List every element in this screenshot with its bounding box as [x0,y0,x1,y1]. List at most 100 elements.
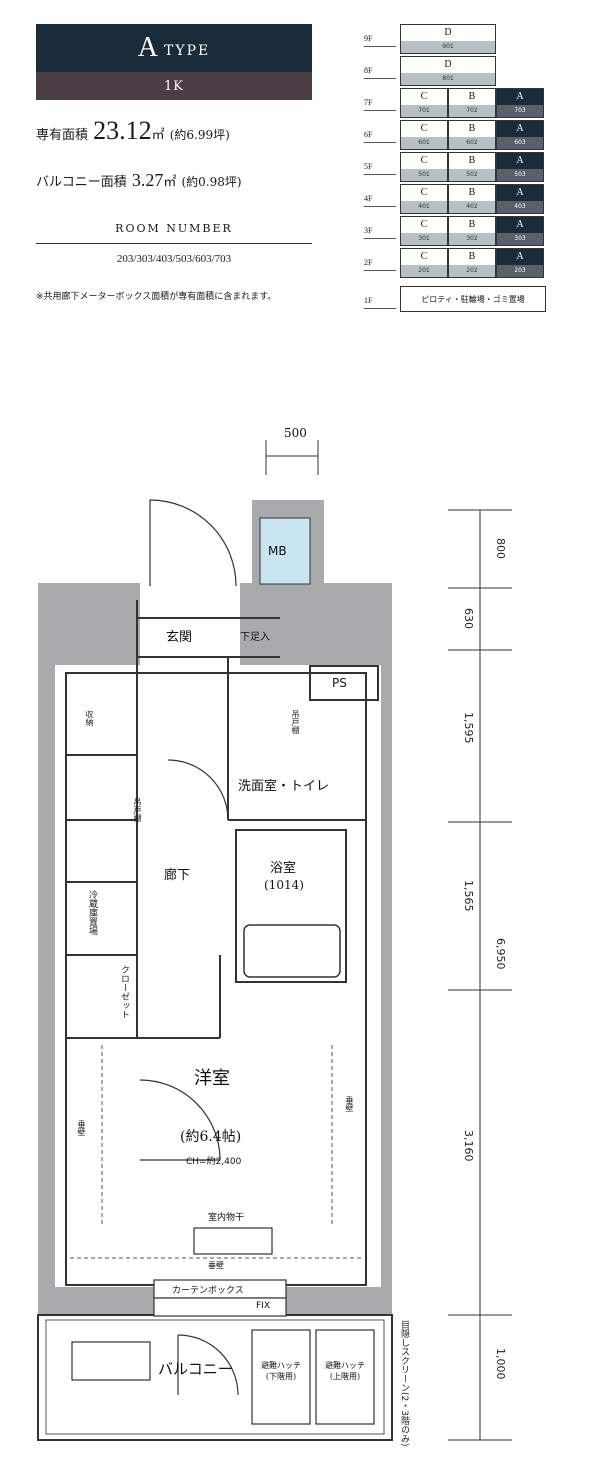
unit-number: 702 [449,105,495,117]
unit-number: 801 [401,73,495,85]
floor-label: 6F [364,130,373,139]
floor-label: 7F [364,98,373,107]
dimension-lines [265,440,512,1441]
unit-number: 502 [449,169,495,181]
hatch-right-label: 避難ハッチ(上階用) [325,1361,365,1381]
unit-type-letter: C [420,187,428,198]
unit-cell: C 401 [400,184,448,214]
dim-3160: 3,160 [462,1130,475,1162]
room-number-value: 203/303/403/503/603/703 [116,253,232,265]
unit-number: 401 [401,201,447,213]
bathtub [243,924,341,978]
unit-type-letter: D [444,27,452,38]
unit-number: 402 [449,201,495,213]
unit-cell: D 801 [400,56,496,86]
unit-number: 201 [401,265,447,277]
unit-number: 303 [497,233,543,245]
storage-label: 収納 [85,710,94,726]
type-box: A TYPE 1K [36,24,312,100]
floor-label: 9F [364,34,373,43]
balcony-inner [45,1319,385,1435]
floor-label: 1F [364,296,373,305]
floor-line [364,308,396,309]
valance-right-label: 垂壁 [345,1096,354,1112]
valance-left-label: 垂壁 [77,1120,86,1136]
unit-type-letter: A [516,155,524,166]
balcony-area: バルコニー面積 3.27㎡ (約0.98坪) [36,170,242,191]
exclusive-area-label: 専有面積 [36,128,89,143]
unit-cell: A 503 [496,152,544,182]
entrance-notch [140,583,240,601]
unit-number: 602 [449,137,495,149]
unit-number: 603 [497,137,543,149]
dim-630: 630 [462,608,475,629]
fix-label: FIX [256,1301,270,1311]
floor-line [364,142,396,143]
curtain-box-label: カーテンボックス [172,1286,244,1296]
type-letter: A [137,32,158,63]
exclusive-area-value: 23.12 [93,116,152,145]
floor-line [364,110,396,111]
unit-type-letter: B [468,155,476,166]
shelf2-label: 吊戸棚 [291,710,300,734]
unit-number: 501 [401,169,447,181]
indoor-dryer [193,1227,273,1255]
balcony-area-unit: ㎡ [163,175,177,190]
closet-label: クローゼット [119,965,129,1019]
floor-line [364,46,396,47]
unit-type-letter: A [516,219,524,230]
area-note: ※共用廊下メーターボックス面積が専有面積に含まれます。 [36,292,277,302]
floor-plan-drawing [37,440,512,1441]
unit-type-letter: B [468,123,476,134]
hatch-left-label: 避難ハッチ(下階用) [261,1361,301,1381]
unit-number: 701 [401,105,447,117]
western-room-size: (約6.4帖) [180,1129,242,1145]
shelf-label: 吊戸棚 [133,798,142,822]
unit-type-letter: C [420,123,428,134]
ground-floor-note: ピロティ・駐輪場・ゴミ置場 [400,286,546,312]
valance-bottom-label: 垂壁 [208,1261,224,1270]
hatch-right-box [315,1329,375,1425]
dim-800: 800 [494,538,507,559]
floor-label: 5F [364,162,373,171]
bath-size-label: (1014) [264,878,304,892]
western-room-label: 洋室 [194,1068,230,1089]
floor-label: 2F [364,258,373,267]
unit-number: 302 [449,233,495,245]
type-header: A TYPE [36,24,312,72]
unit-type-letter: D [444,59,452,70]
floor-line [364,238,396,239]
unit-type-letter: B [468,91,476,102]
entrance-label: 玄関 [166,630,193,645]
unit-cell: B 502 [448,152,496,182]
unit-type-letter: A [516,123,524,134]
layout-label: 1K [36,72,312,100]
mb-label: MB [268,544,287,558]
door-swings [139,499,239,1396]
valance-lines [70,1045,362,1259]
unit-number: 503 [497,169,543,181]
exclusive-area-tsubo: (約6.99坪) [169,128,230,142]
hatch-left-box [251,1329,311,1425]
room-number-divider [36,243,312,244]
floor-line [364,270,396,271]
dim-1565: 1,565 [462,880,475,912]
unit-type-letter: B [468,219,476,230]
indoor-dry-label: 室内物干 [208,1213,245,1223]
floor-row-1f: 1F [364,284,550,316]
dim-1000: 1,000 [494,1348,507,1380]
